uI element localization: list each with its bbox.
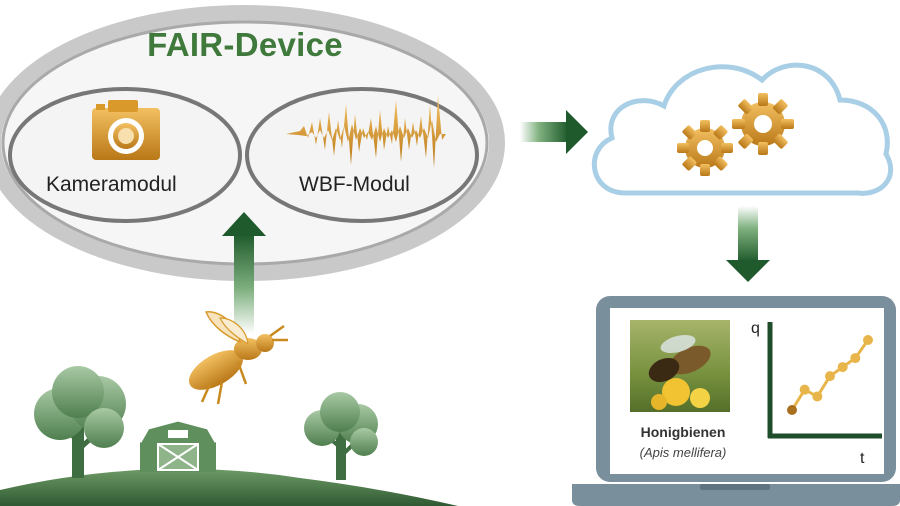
plot-series [787, 335, 873, 415]
arrow-to-cloud [520, 110, 588, 154]
tree-icon [304, 392, 378, 480]
plot-point [825, 371, 835, 382]
species-latin-name: (Apis mellifera) [639, 445, 727, 460]
plot-point [812, 391, 823, 402]
laptop [572, 296, 900, 506]
tree-icon [34, 366, 126, 478]
bee-photo [630, 320, 730, 412]
plot-point [837, 362, 848, 373]
plot-point [850, 353, 861, 364]
camera-icon [92, 100, 160, 160]
species-name: Honigbienen [640, 424, 726, 440]
plot-axes [767, 322, 882, 439]
gears-icon [677, 93, 794, 176]
barn-icon [138, 418, 218, 472]
plot-x-label: t [860, 450, 865, 467]
plot-y-label: q [751, 320, 760, 337]
plot-point [787, 405, 797, 415]
camera-module-label: Kameramodul [46, 173, 177, 196]
arrow-to-device [222, 212, 266, 334]
bee-icon [188, 311, 288, 405]
device-title: FAIR-Device [147, 26, 343, 63]
plot-point [863, 335, 873, 345]
waveform-icon [286, 96, 446, 168]
wbf-module-ellipse [245, 87, 479, 223]
arrow-to-laptop [726, 206, 770, 282]
plot-point [799, 384, 810, 395]
landscape [0, 366, 458, 506]
wbf-module-label: WBF-Modul [299, 173, 410, 196]
